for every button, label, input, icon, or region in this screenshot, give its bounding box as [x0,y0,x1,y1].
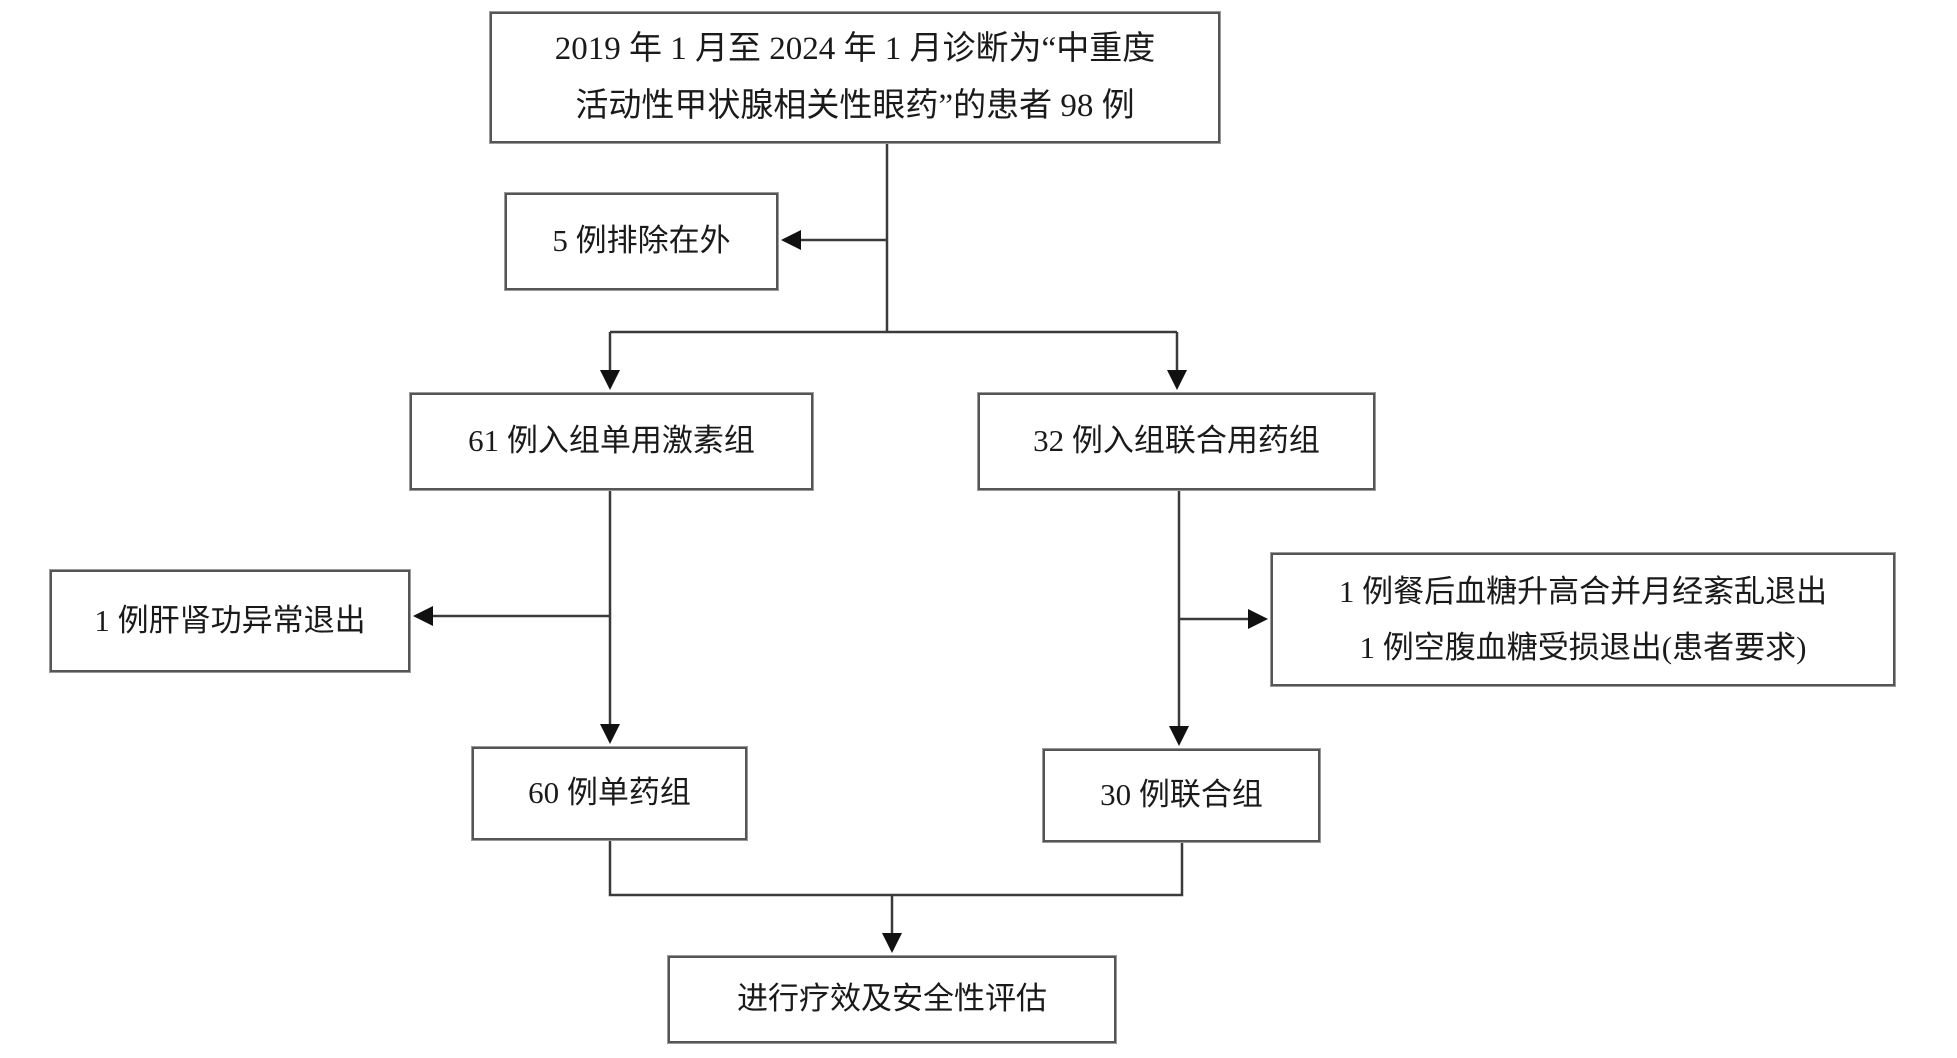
connector-merge-bar [608,840,1184,897]
excluded-box: 5 例排除在外 [504,192,779,291]
enrollment-text-line1: 2019 年 1 月至 2024 年 1 月诊断为“中重度 [554,30,1156,67]
excluded-text: 5 例排除在外 [552,223,731,259]
mono-final-box: 60 例单药组 [471,746,748,841]
combo-final-text: 30 例联合组 [1100,777,1263,813]
assessment-box: 进行疗效及安全性评估 [667,955,1117,1044]
steroid-group-box: 61 例入组单用激素组 [409,392,814,491]
combination-dropout-text-line1: 1 例餐后血糖升高合并月经紊乱退出 [1338,574,1828,610]
steroid-dropout-text: 1 例肝肾功异常退出 [94,602,366,638]
combination-group-box: 32 例入组联合用药组 [977,392,1376,491]
enrollment-box: 2019 年 1 月至 2024 年 1 月诊断为“中重度 活动性甲状腺相关性眼… [489,11,1221,144]
mono-final-text: 60 例单药组 [528,775,691,811]
assessment-text: 进行疗效及安全性评估 [737,981,1047,1017]
combination-dropout-text-line2: 1 例空腹血糖受损退出(患者要求) [1359,629,1807,665]
steroid-dropout-box: 1 例肝肾功异常退出 [49,569,411,673]
enrollment-text-line2: 活动性甲状腺相关性眼药”的患者 98 例 [575,87,1135,124]
steroid-group-text: 61 例入组单用激素组 [468,423,755,459]
combo-final-box: 30 例联合组 [1042,748,1321,843]
combination-group-text: 32 例入组联合用药组 [1033,423,1320,459]
combination-dropout-box: 1 例餐后血糖升高合并月经紊乱退出 1 例空腹血糖受损退出(患者要求) [1270,552,1896,687]
